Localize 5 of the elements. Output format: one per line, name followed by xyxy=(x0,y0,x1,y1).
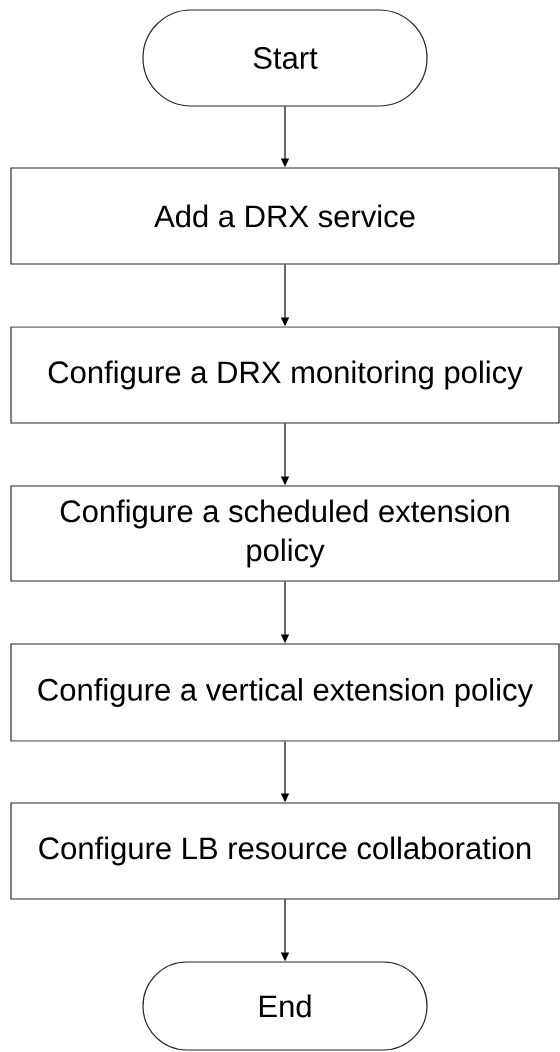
process-box: Configure a vertical extension policy xyxy=(10,643,560,742)
process-box: Configure a scheduled extension policy xyxy=(10,485,560,582)
process-box: Configure a DRX monitoring policy xyxy=(10,326,560,424)
process-box: Configure LB resource collaboration xyxy=(10,802,560,900)
process-box: Add a DRX service xyxy=(10,167,560,265)
